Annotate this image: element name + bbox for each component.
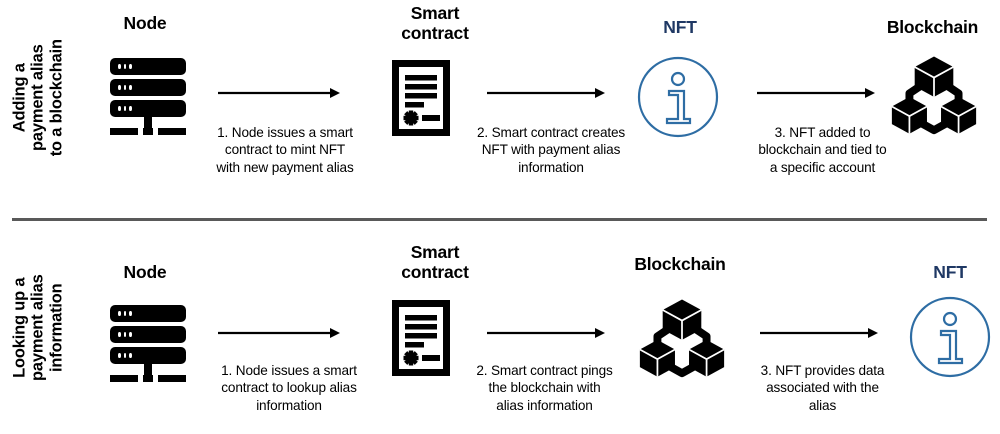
caption-line: blockchain and tied to <box>758 142 887 158</box>
caption-line: the blockchain with <box>488 380 601 396</box>
arrow-nft-to-blockchain-row1 <box>757 88 875 98</box>
heading-line: contract <box>401 22 469 43</box>
caption-line: 2. Smart contract pings <box>476 363 613 378</box>
server-led-dots <box>118 79 132 96</box>
heading-line: NFT <box>663 17 697 37</box>
server-bar <box>110 58 186 75</box>
caption-line: information <box>256 397 322 413</box>
row-label-adding: Adding a payment alias to a blockchain <box>10 18 65 178</box>
heading-node-row1: Node <box>95 13 195 34</box>
server-base-left <box>110 128 138 135</box>
row-label-line: information <box>47 283 66 372</box>
server-led-dots <box>118 305 132 322</box>
heading-line: Node <box>123 262 167 282</box>
row-label-line: payment alias <box>28 274 47 381</box>
server-base-left <box>110 375 138 382</box>
contract-icon <box>392 60 450 136</box>
heading-nft-row1: NFT <box>625 17 735 38</box>
arrow-node-to-contract-row1 <box>218 88 340 98</box>
row-label-line: to a blockchain <box>47 39 66 157</box>
caption-line: NFT with payment alias <box>481 142 621 158</box>
heading-smart-contract-row2: Smart contract <box>370 242 500 283</box>
server-base-right <box>158 375 186 382</box>
arrow-contract-to-blockchain-row2 <box>487 328 605 338</box>
arrow-contract-to-nft-row1 <box>487 88 605 98</box>
server-bar <box>110 100 186 117</box>
row-label-line: Adding a <box>10 63 29 133</box>
heading-blockchain-row2: Blockchain <box>610 254 750 275</box>
server-bar <box>110 347 186 364</box>
step-caption-1-row2: 1. Node issues a smart contract to looku… <box>190 362 388 414</box>
heading-line: NFT <box>933 262 967 282</box>
caption-line: contract to mint NFT <box>224 142 346 158</box>
row-label-line: payment alias <box>28 44 47 151</box>
heading-line: Smart <box>410 242 460 262</box>
heading-line: Blockchain <box>634 254 726 274</box>
server-led-dots <box>118 347 132 364</box>
caption-line: contract to lookup alias <box>221 380 357 396</box>
nft-info-icon <box>909 296 991 378</box>
server-base-mid <box>143 375 153 382</box>
server-led-dots <box>118 100 132 117</box>
server-base-right <box>158 128 186 135</box>
caption-line: information <box>518 159 584 175</box>
heading-line: contract <box>401 261 469 282</box>
caption-line: associated with the <box>766 380 879 396</box>
caption-line: 1. Node issues a smart <box>221 363 357 378</box>
blockchain-icon <box>639 299 725 378</box>
heading-line: Node <box>123 13 167 33</box>
step-caption-2-row2: 2. Smart contract pings the blockchain w… <box>452 362 637 414</box>
server-icon <box>110 305 186 383</box>
server-stem <box>144 364 152 376</box>
row-label-lookup: Looking up a payment alias information <box>10 248 65 408</box>
caption-line: alias information <box>496 397 593 413</box>
row-label-line: Looking up a <box>10 277 29 378</box>
heading-blockchain-row1: Blockchain <box>865 17 1000 38</box>
row-divider <box>12 218 987 221</box>
caption-line: 2. Smart contract creates <box>476 125 626 140</box>
step-caption-3-row2: 3. NFT provides data associated with the… <box>735 362 910 414</box>
step-caption-1-row1: 1. Node issues a smart contract to mint … <box>190 124 380 176</box>
heading-smart-contract-row1: Smart contract <box>370 3 500 44</box>
heading-line: Smart <box>410 3 460 23</box>
heading-node-row2: Node <box>95 262 195 283</box>
server-base-mid <box>143 128 153 135</box>
server-bar <box>110 79 186 96</box>
server-bar <box>110 305 186 322</box>
step-caption-3-row1: 3. NFT added to blockchain and tied to a… <box>735 124 910 176</box>
blockchain-icon <box>891 56 977 135</box>
server-led-dots <box>118 326 132 343</box>
caption-line: 3. NFT added to <box>774 125 871 140</box>
caption-line: with new payment alias <box>216 159 354 175</box>
caption-line: alias <box>808 397 837 413</box>
caption-line: a specific account <box>769 159 876 175</box>
arrow-blockchain-to-nft-row2 <box>760 328 878 338</box>
caption-line: 1. Node issues a smart <box>217 125 353 140</box>
contract-icon <box>392 300 450 376</box>
arrow-node-to-contract-row2 <box>218 328 340 338</box>
nft-info-icon <box>637 56 719 138</box>
server-stem <box>144 117 152 129</box>
heading-line: Blockchain <box>886 17 979 37</box>
server-led-dots <box>118 58 132 75</box>
heading-nft-row2: NFT <box>900 262 1000 283</box>
step-caption-2-row1: 2. Smart contract creates NFT with payme… <box>452 124 650 176</box>
caption-line: 3. NFT provides data <box>760 363 885 378</box>
server-icon <box>110 58 186 136</box>
server-bar <box>110 326 186 343</box>
